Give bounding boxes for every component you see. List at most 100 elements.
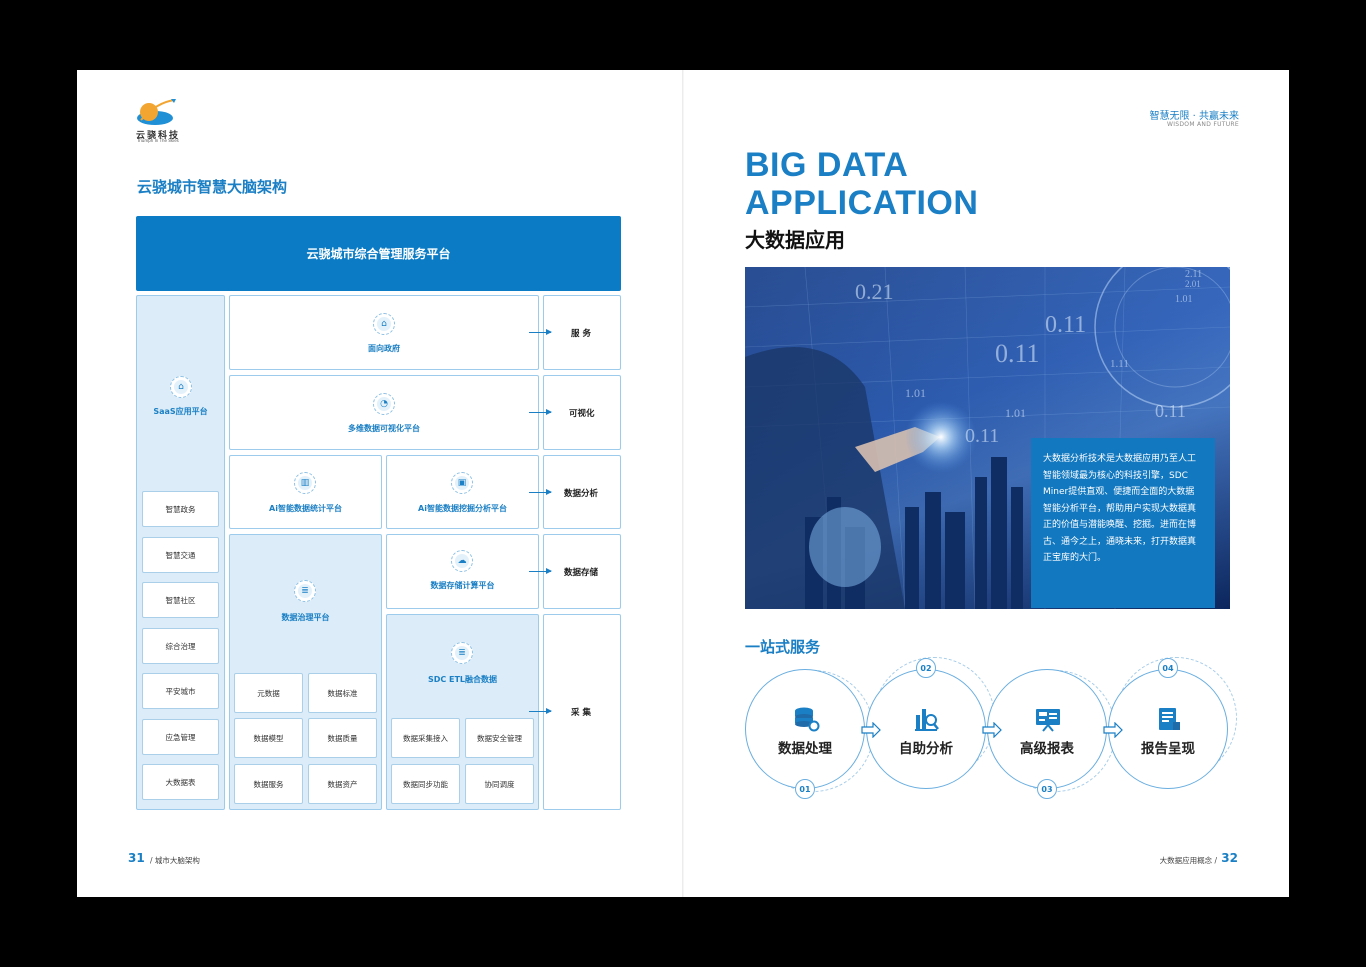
gov-label: 面向政府	[368, 344, 400, 353]
label-analysis: 数据分析	[564, 489, 599, 499]
title-cn: 大数据应用	[745, 228, 845, 252]
flow-arrow-icon	[1103, 722, 1123, 738]
report-document-icon	[1159, 708, 1180, 730]
service-number: 04	[1158, 658, 1178, 678]
title-en-line2: APPLICATION	[745, 184, 979, 222]
arrow-service	[529, 329, 552, 335]
service-label: 自助分析	[899, 741, 953, 757]
saas-item: 平安城市	[142, 673, 219, 709]
floating-number: 0.21	[855, 279, 894, 304]
floating-number: 2.01	[1185, 279, 1201, 289]
governance-item: 数据标准	[308, 673, 377, 713]
ai-stats-box: ▥ Ai智能数据统计平台	[229, 455, 382, 529]
page-title: 云骁城市智慧大脑架构	[137, 178, 288, 196]
service-label: 数据处理	[778, 741, 832, 757]
label-service: 服 务	[571, 329, 591, 339]
cloud-storage-icon: ☁	[451, 550, 473, 572]
service-circle-4: 报告呈现	[1108, 669, 1228, 789]
saas-item: 智慧政务	[142, 491, 219, 527]
page-number-left: 31	[128, 851, 145, 865]
company-logo: 云骁科技 Triumph In The Skies	[127, 98, 189, 143]
etl-item: 数据安全管理	[465, 718, 534, 758]
page-caption-left: / 城市大脑架构	[150, 856, 200, 865]
section-title: 一站式服务	[745, 638, 821, 656]
slogan-en: WISDOM AND FUTURE	[1166, 121, 1239, 128]
label-box-collect	[543, 614, 621, 810]
saas-item: 大数据表	[142, 764, 219, 800]
analysis-magnifier-icon	[915, 709, 939, 731]
platform-banner: 云骁城市综合管理服务平台	[136, 216, 621, 291]
visual-label: 多维数据可视化平台	[348, 424, 420, 433]
governance-item: 数据质量	[308, 718, 377, 758]
etl-item: 数据同步功能	[391, 764, 460, 804]
ai-mining-label: Ai智能数据挖掘分析平台	[418, 504, 507, 513]
storage-box: ☁ 数据存储计算平台	[386, 534, 539, 609]
storage-label: 数据存储计算平台	[430, 581, 495, 590]
page-caption-right: 大数据应用概念 /	[1159, 856, 1217, 865]
floating-number: 0.11	[1155, 401, 1186, 421]
saas-item: 智慧社区	[142, 582, 219, 618]
service-number: 01	[795, 779, 815, 799]
visual-box: ◔ 多维数据可视化平台	[229, 375, 539, 450]
label-storage: 数据存储	[564, 568, 599, 578]
service-number: 03	[1037, 779, 1057, 799]
saas-label: SaaS应用平台	[153, 407, 208, 416]
etl-item: 协同调度	[465, 764, 534, 804]
service-label: 报告呈现	[1141, 741, 1195, 757]
label-box-visual	[543, 375, 621, 450]
logo-name: 云骁科技	[135, 131, 180, 141]
saas-item: 智慧交通	[142, 537, 219, 573]
service-circle-3: 高级报表	[987, 669, 1107, 789]
service-number: 02	[916, 658, 936, 678]
floating-number: 1.11	[1110, 358, 1129, 370]
floating-number: 1.01	[1175, 294, 1193, 305]
logo-tagline: Triumph In The Skies	[137, 138, 179, 143]
governance-label: 数据治理平台	[281, 613, 330, 622]
monitor-icon: ▣	[451, 472, 473, 494]
floating-number: 0.11	[1045, 312, 1086, 338]
label-box-service	[543, 295, 621, 370]
flow-arrow-icon	[861, 722, 881, 738]
label-collect: 采 集	[571, 708, 591, 718]
brochure-spread: 云骁科技 Triumph In The Skies 云骁城市智慧大脑架构 云骁城…	[77, 70, 1289, 897]
governance-item: 数据资产	[308, 764, 377, 804]
database-gear-icon	[795, 707, 820, 732]
floating-number: 1.01	[905, 386, 926, 400]
left-page: 云骁科技 Triumph In The Skies 云骁城市智慧大脑架构 云骁城…	[77, 70, 683, 897]
etl-label: SDC ETL融合数据	[427, 675, 498, 684]
floating-number: 0.11	[965, 425, 999, 447]
floating-number: 1.01	[1005, 406, 1026, 420]
title-en: BIG DATA APPLICATION	[745, 146, 978, 222]
ai-stats-label: Ai智能数据统计平台	[269, 504, 342, 513]
governance-item: 数据服务	[234, 764, 303, 804]
etl-item: 数据采集接入	[391, 718, 460, 758]
right-page: 智慧无限 · 共赢未来 WISDOM AND FUTURE BIG DATA A…	[683, 70, 1289, 897]
label-box-analysis	[543, 455, 621, 529]
label-visual: 可视化	[569, 409, 595, 419]
title-en-line1: BIG DATA	[745, 146, 909, 184]
saas-item: 综合治理	[142, 628, 219, 664]
page-fold	[682, 70, 684, 897]
arrow-analysis	[529, 489, 552, 495]
label-box-storage	[543, 534, 621, 609]
saas-item: 应急管理	[142, 719, 219, 755]
bar-chart-icon: ▥	[294, 472, 316, 494]
building-icon: ⌂	[373, 313, 395, 335]
governance-item: 元数据	[234, 673, 303, 713]
governance-item: 数据模型	[234, 718, 303, 758]
service-circle-1: 数据处理	[745, 669, 865, 789]
arrow-collect	[529, 708, 552, 714]
floating-number: 0.11	[995, 339, 1040, 368]
saas-icon: ⌂	[170, 376, 192, 398]
page-number-right: 32	[1221, 851, 1238, 865]
floating-number: 2.11	[1185, 269, 1202, 280]
gov-box: ⌂ 面向政府	[229, 295, 539, 370]
flow-arrow-icon	[982, 722, 1002, 738]
logo-mark-icon	[137, 99, 176, 125]
database-icon: ≣	[294, 580, 316, 602]
pie-chart-icon: ◔	[373, 393, 395, 415]
arrow-visual	[529, 409, 552, 415]
service-label: 高级报表	[1020, 741, 1074, 757]
